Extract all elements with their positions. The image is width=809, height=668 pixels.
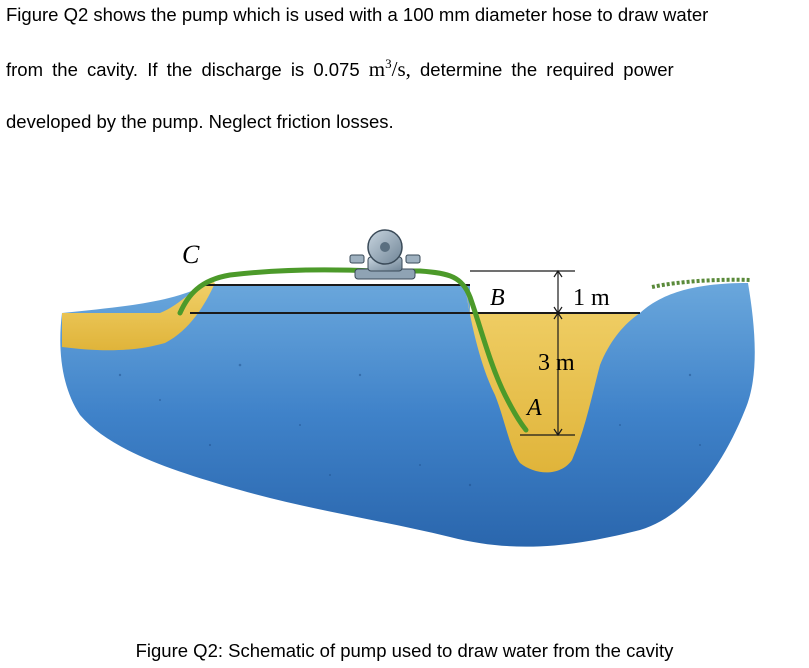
figure-caption: Figure Q2: Schematic of pump used to dra…: [135, 640, 674, 661]
problem-line-3: developed by the pump. Neglect friction …: [6, 111, 394, 132]
dimension-lines: [470, 269, 575, 437]
pump: [349, 229, 421, 280]
dimension-1m-label: 1 m: [573, 285, 610, 311]
unit-post: /s,: [391, 57, 411, 81]
water-texture: [118, 363, 701, 487]
left-sand-bank: [62, 280, 215, 351]
dimension-3m-label: 3 m: [538, 350, 575, 376]
problem-line-2-start: from the cavity. If the discharge is 0.0…: [6, 59, 360, 80]
point-a-label: A: [525, 395, 542, 421]
point-c-label: C: [182, 240, 200, 269]
problem-line-1: Figure Q2 shows the pump which is used w…: [6, 4, 709, 25]
discharge-unit: m3/s,: [368, 56, 411, 81]
point-b-label: B: [490, 285, 505, 311]
pump-schematic-figure: C B A 1 m 3 m: [60, 229, 755, 547]
unit-exponent: 3: [385, 56, 392, 71]
problem-line-2-end: determine the required power: [420, 59, 674, 80]
problem-line-2: from the cavity. If the discharge is 0.0…: [6, 56, 674, 82]
unit-base: m: [368, 57, 386, 81]
cavity-sand: [465, 285, 640, 473]
hose: [177, 267, 529, 433]
